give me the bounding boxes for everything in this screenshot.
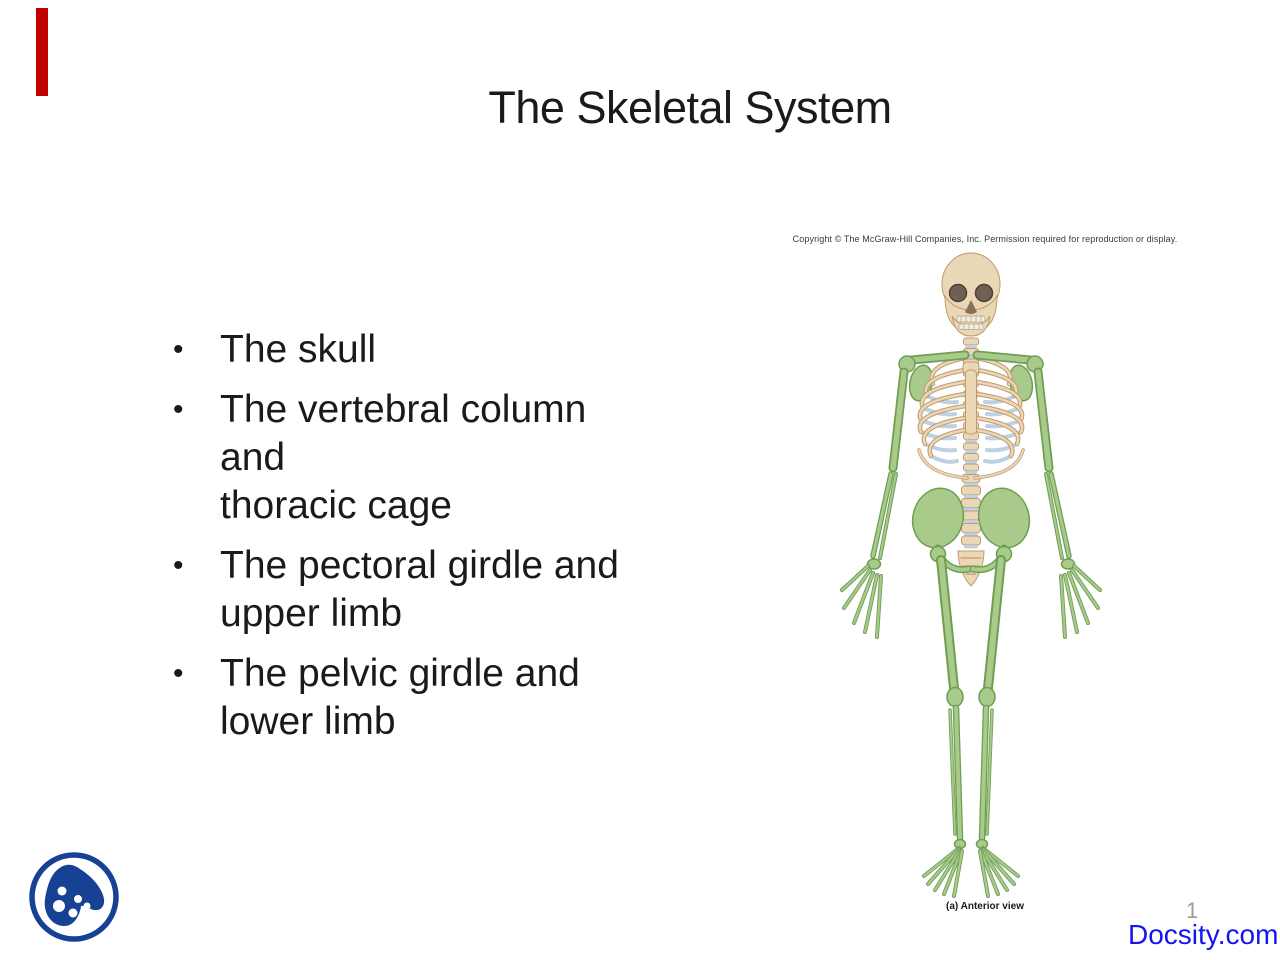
figure-copyright: Copyright © The McGraw-Hill Companies, I… [792, 234, 1178, 244]
bullet-marker-icon: • [173, 393, 184, 426]
bullet-marker-icon: • [173, 333, 184, 366]
page-number: 1 [1186, 898, 1199, 923]
legs-group [922, 555, 1020, 898]
bullet-marker-icon: • [173, 657, 184, 690]
bullet-item: • The skull [170, 326, 690, 374]
bullet-marker-icon: • [173, 549, 184, 582]
skeleton-figure: Copyright © The McGraw-Hill Companies, I… [788, 232, 1182, 924]
figure-caption: (a) Anterior view [946, 901, 1024, 912]
bullet-text: The pelvic girdle and lower limb [220, 652, 580, 743]
bullet-item: • The vertebral column and thoracic cage [170, 386, 690, 530]
bullet-text: The vertebral column and thoracic cage [220, 388, 587, 527]
bullet-text: The skull [220, 328, 377, 371]
docsity-watermark-link[interactable]: Docsity.com [1128, 919, 1279, 950]
skeleton-illustration [840, 252, 1102, 898]
bullet-item: • The pelvic girdle and lower limb [170, 650, 690, 746]
skull-group [941, 252, 1001, 337]
pelvis-group [911, 487, 1031, 574]
bullet-item: • The pectoral girdle and upper limb [170, 542, 690, 638]
arms-group [840, 350, 1102, 639]
ribcage-group [917, 355, 1025, 480]
page-title: The Skeletal System [488, 82, 892, 133]
bullet-text: The pectoral girdle and upper limb [220, 544, 619, 635]
red-accent-bar [36, 8, 48, 96]
docsity-logo[interactable] [26, 849, 122, 945]
bullet-list: • The skull • The vertebral column and t… [170, 326, 690, 758]
